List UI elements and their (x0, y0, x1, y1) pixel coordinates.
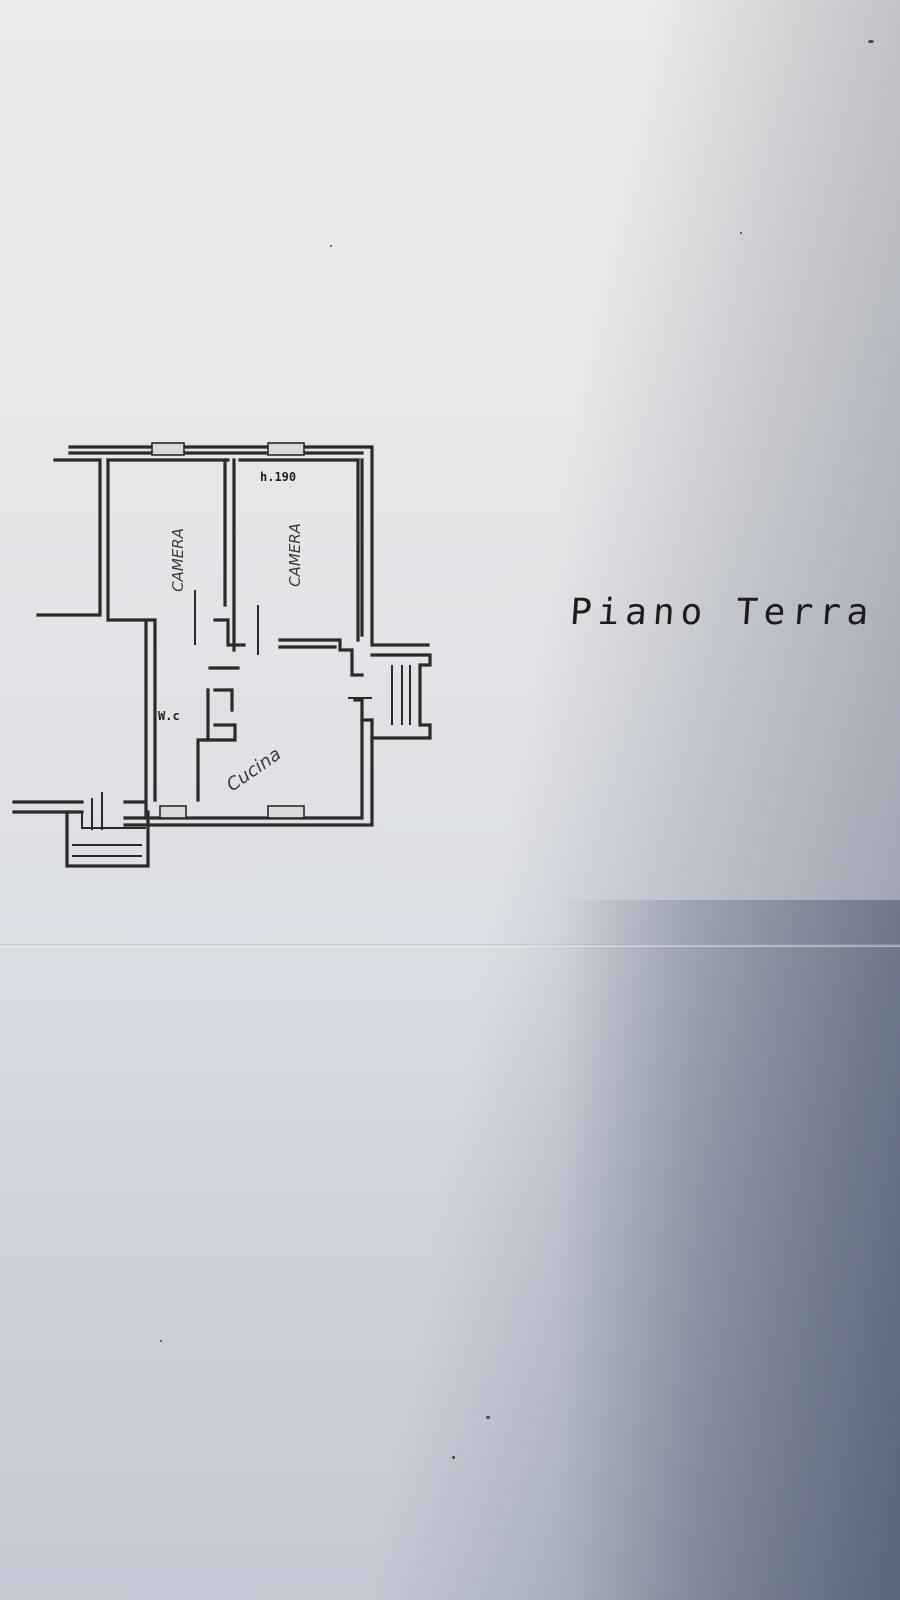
paper-fold-line (0, 944, 900, 947)
room-wc-label: W.c (158, 709, 180, 723)
ink-speck (868, 40, 874, 43)
ink-speck (486, 1416, 490, 1419)
ink-speck (160, 1340, 162, 1342)
interior-walls (106, 458, 374, 802)
shadow-overlay (560, 900, 900, 1600)
window-1 (151, 442, 185, 456)
room-kitchen-label: Cucina (223, 744, 285, 796)
window-2 (267, 442, 305, 456)
ink-speck (330, 245, 332, 247)
ink-speck (452, 1456, 455, 1459)
room-right-label: CAMERA (286, 523, 304, 587)
entrance-steps (65, 792, 150, 868)
dimension-label: h.190 (260, 470, 296, 484)
ink-speck (740, 232, 742, 234)
balcony-right (370, 653, 432, 740)
window-4 (159, 805, 187, 819)
window-3 (267, 805, 305, 819)
outer-walls (12, 445, 430, 827)
room-left-label: CAMERA (169, 528, 187, 592)
floor-title: Piano Terra (568, 592, 876, 633)
windows (151, 442, 305, 819)
